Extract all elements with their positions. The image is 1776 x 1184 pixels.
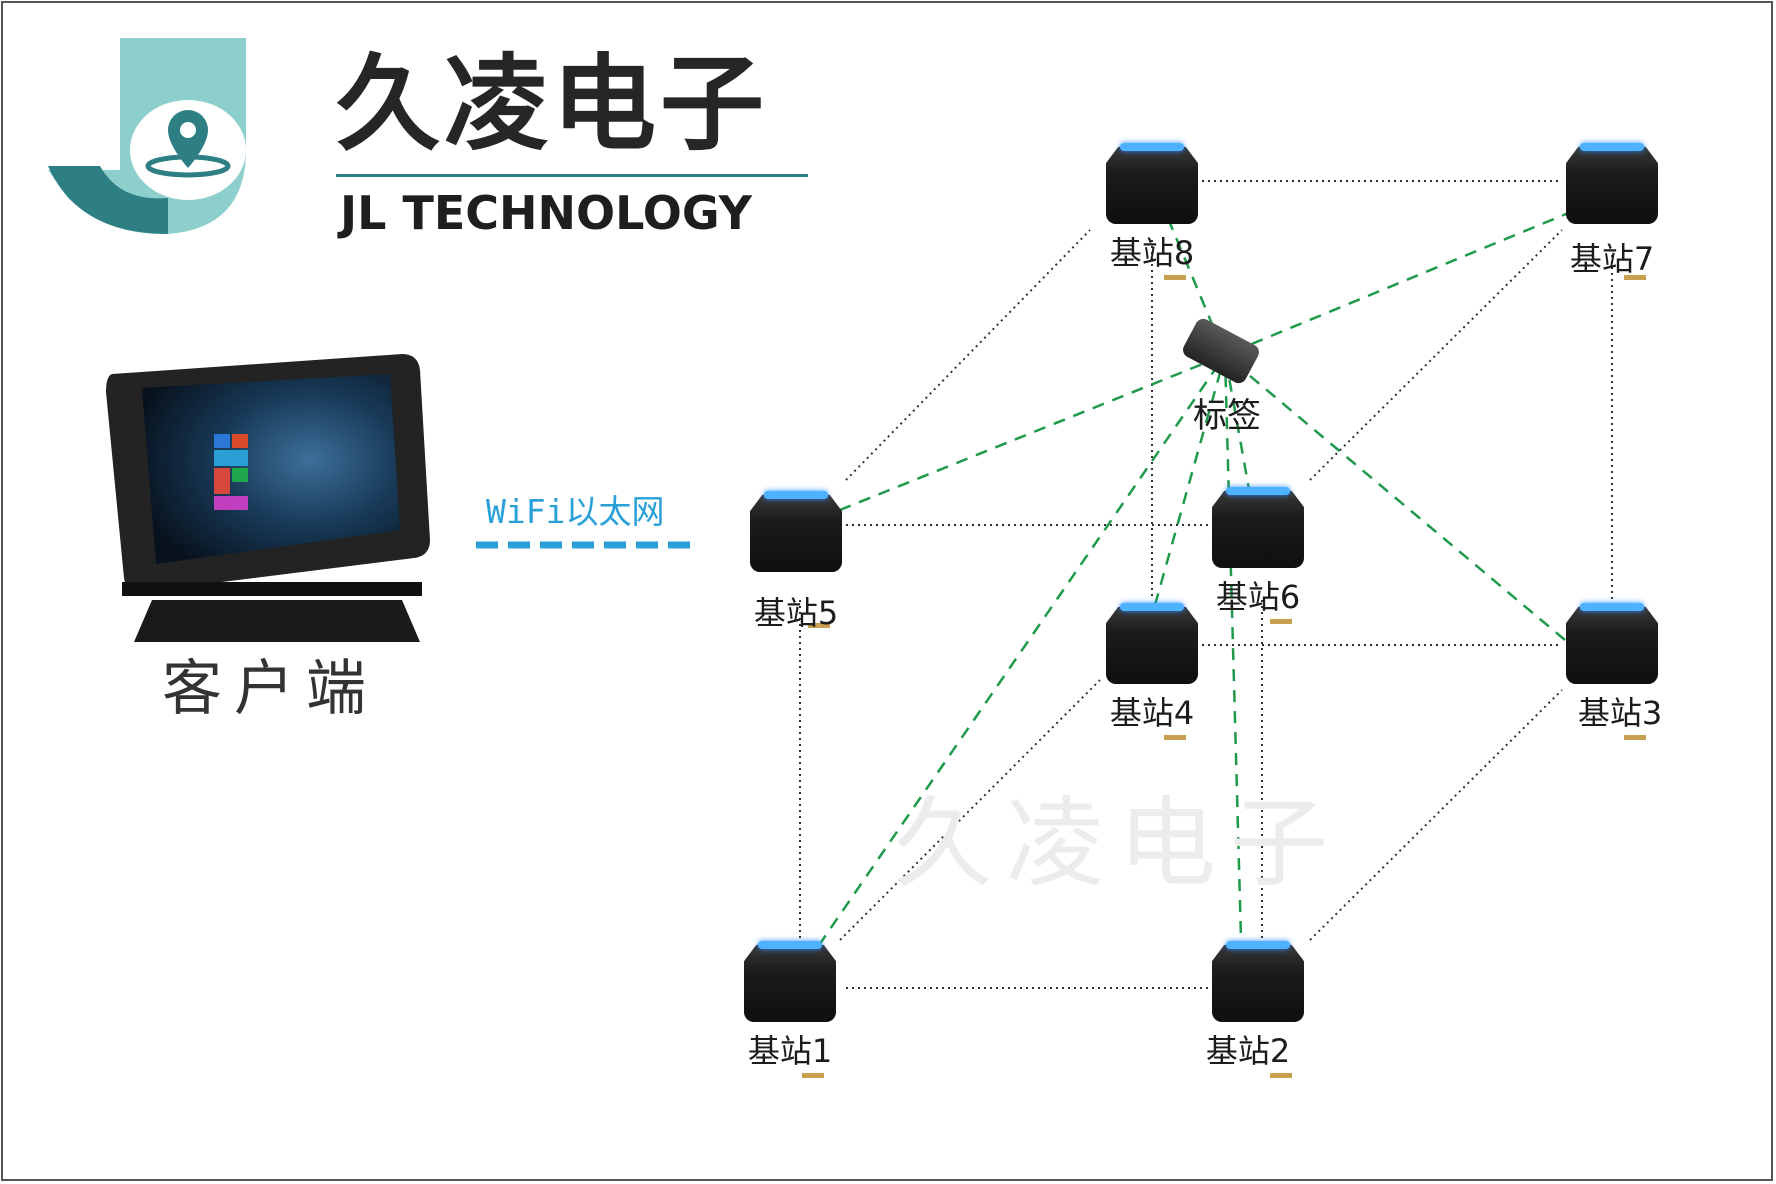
station-2: 基站2 xyxy=(1205,941,1308,1084)
structure-line-6-7 xyxy=(1309,229,1563,481)
station-label: 基站2 xyxy=(1205,1032,1291,1070)
ranging-line-6 xyxy=(1223,354,1252,496)
brand-name-cn: 久凌电子 xyxy=(336,43,769,165)
location-pin-icon xyxy=(48,38,246,235)
base-station-device-icon xyxy=(1566,606,1658,684)
ranging-line-7 xyxy=(1224,193,1613,357)
wifi-ethernet-label: WiFi以太网 xyxy=(486,492,665,531)
station-port-icon xyxy=(1270,1073,1292,1078)
ranging-line-3 xyxy=(1224,354,1566,641)
brand-logo: 久凌电子 JL TECHNOLOGY xyxy=(48,38,808,248)
tag-device-icon xyxy=(1180,316,1262,386)
rugged-tablet-icon xyxy=(106,354,430,642)
structure-line-5-8 xyxy=(845,229,1091,481)
ranging-line-5 xyxy=(819,353,1226,520)
base-station-device-icon xyxy=(750,494,842,572)
structure-line-2-3 xyxy=(1309,689,1563,941)
station-3: 基站3 xyxy=(1562,603,1663,746)
base-station-device-icon xyxy=(1566,146,1658,224)
ranging-line-1 xyxy=(793,354,1227,981)
station-led-icon xyxy=(1226,941,1290,949)
base-station-device-icon xyxy=(744,944,836,1022)
station-label: 基站3 xyxy=(1577,694,1663,732)
station-label: 基站7 xyxy=(1569,240,1655,278)
station-8: 基站8 xyxy=(1102,143,1202,286)
station-label: 基站8 xyxy=(1109,234,1195,272)
station-led-icon xyxy=(758,941,822,949)
station-led-icon xyxy=(1120,603,1184,611)
station-1: 基站1 xyxy=(740,941,840,1084)
station-port-icon xyxy=(808,623,830,628)
base-station-device-icon xyxy=(1212,944,1304,1022)
station-led-icon xyxy=(764,491,828,499)
station-led-icon xyxy=(1120,143,1184,151)
brand-name-en: JL TECHNOLOGY xyxy=(340,186,752,240)
station-led-icon xyxy=(1580,143,1644,151)
station-led-icon xyxy=(1226,487,1290,495)
station-port-icon xyxy=(1164,275,1186,280)
station-label: 基站4 xyxy=(1109,694,1195,732)
base-station-device-icon xyxy=(1106,606,1198,684)
station-led-icon xyxy=(1580,603,1644,611)
base-station-device-icon xyxy=(1106,146,1198,224)
station-port-icon xyxy=(1270,619,1292,624)
station-port-icon xyxy=(1624,735,1646,740)
brand-divider xyxy=(336,174,808,177)
station-6: 基站6 xyxy=(1208,487,1308,630)
station-4: 基站4 xyxy=(1102,603,1202,746)
structure-line-1-4 xyxy=(839,679,1101,941)
station-7: 基站7 xyxy=(1562,143,1662,286)
station-port-icon xyxy=(802,1073,824,1078)
station-port-icon xyxy=(1164,735,1186,740)
station-5: 基站5 xyxy=(746,491,846,634)
station-label: 基站5 xyxy=(753,594,839,632)
station-port-icon xyxy=(1624,275,1646,280)
client-label: 客户端 xyxy=(162,654,378,724)
tag-label: 标签 xyxy=(1193,396,1261,436)
watermark: 久凌电子 xyxy=(894,787,1343,901)
station-label: 基站1 xyxy=(747,1032,833,1070)
station-label: 基站6 xyxy=(1215,578,1301,616)
positioning-tag: 标签 xyxy=(1180,316,1272,436)
ranging-line-4 xyxy=(1153,354,1227,606)
base-station-device-icon xyxy=(1212,490,1304,568)
